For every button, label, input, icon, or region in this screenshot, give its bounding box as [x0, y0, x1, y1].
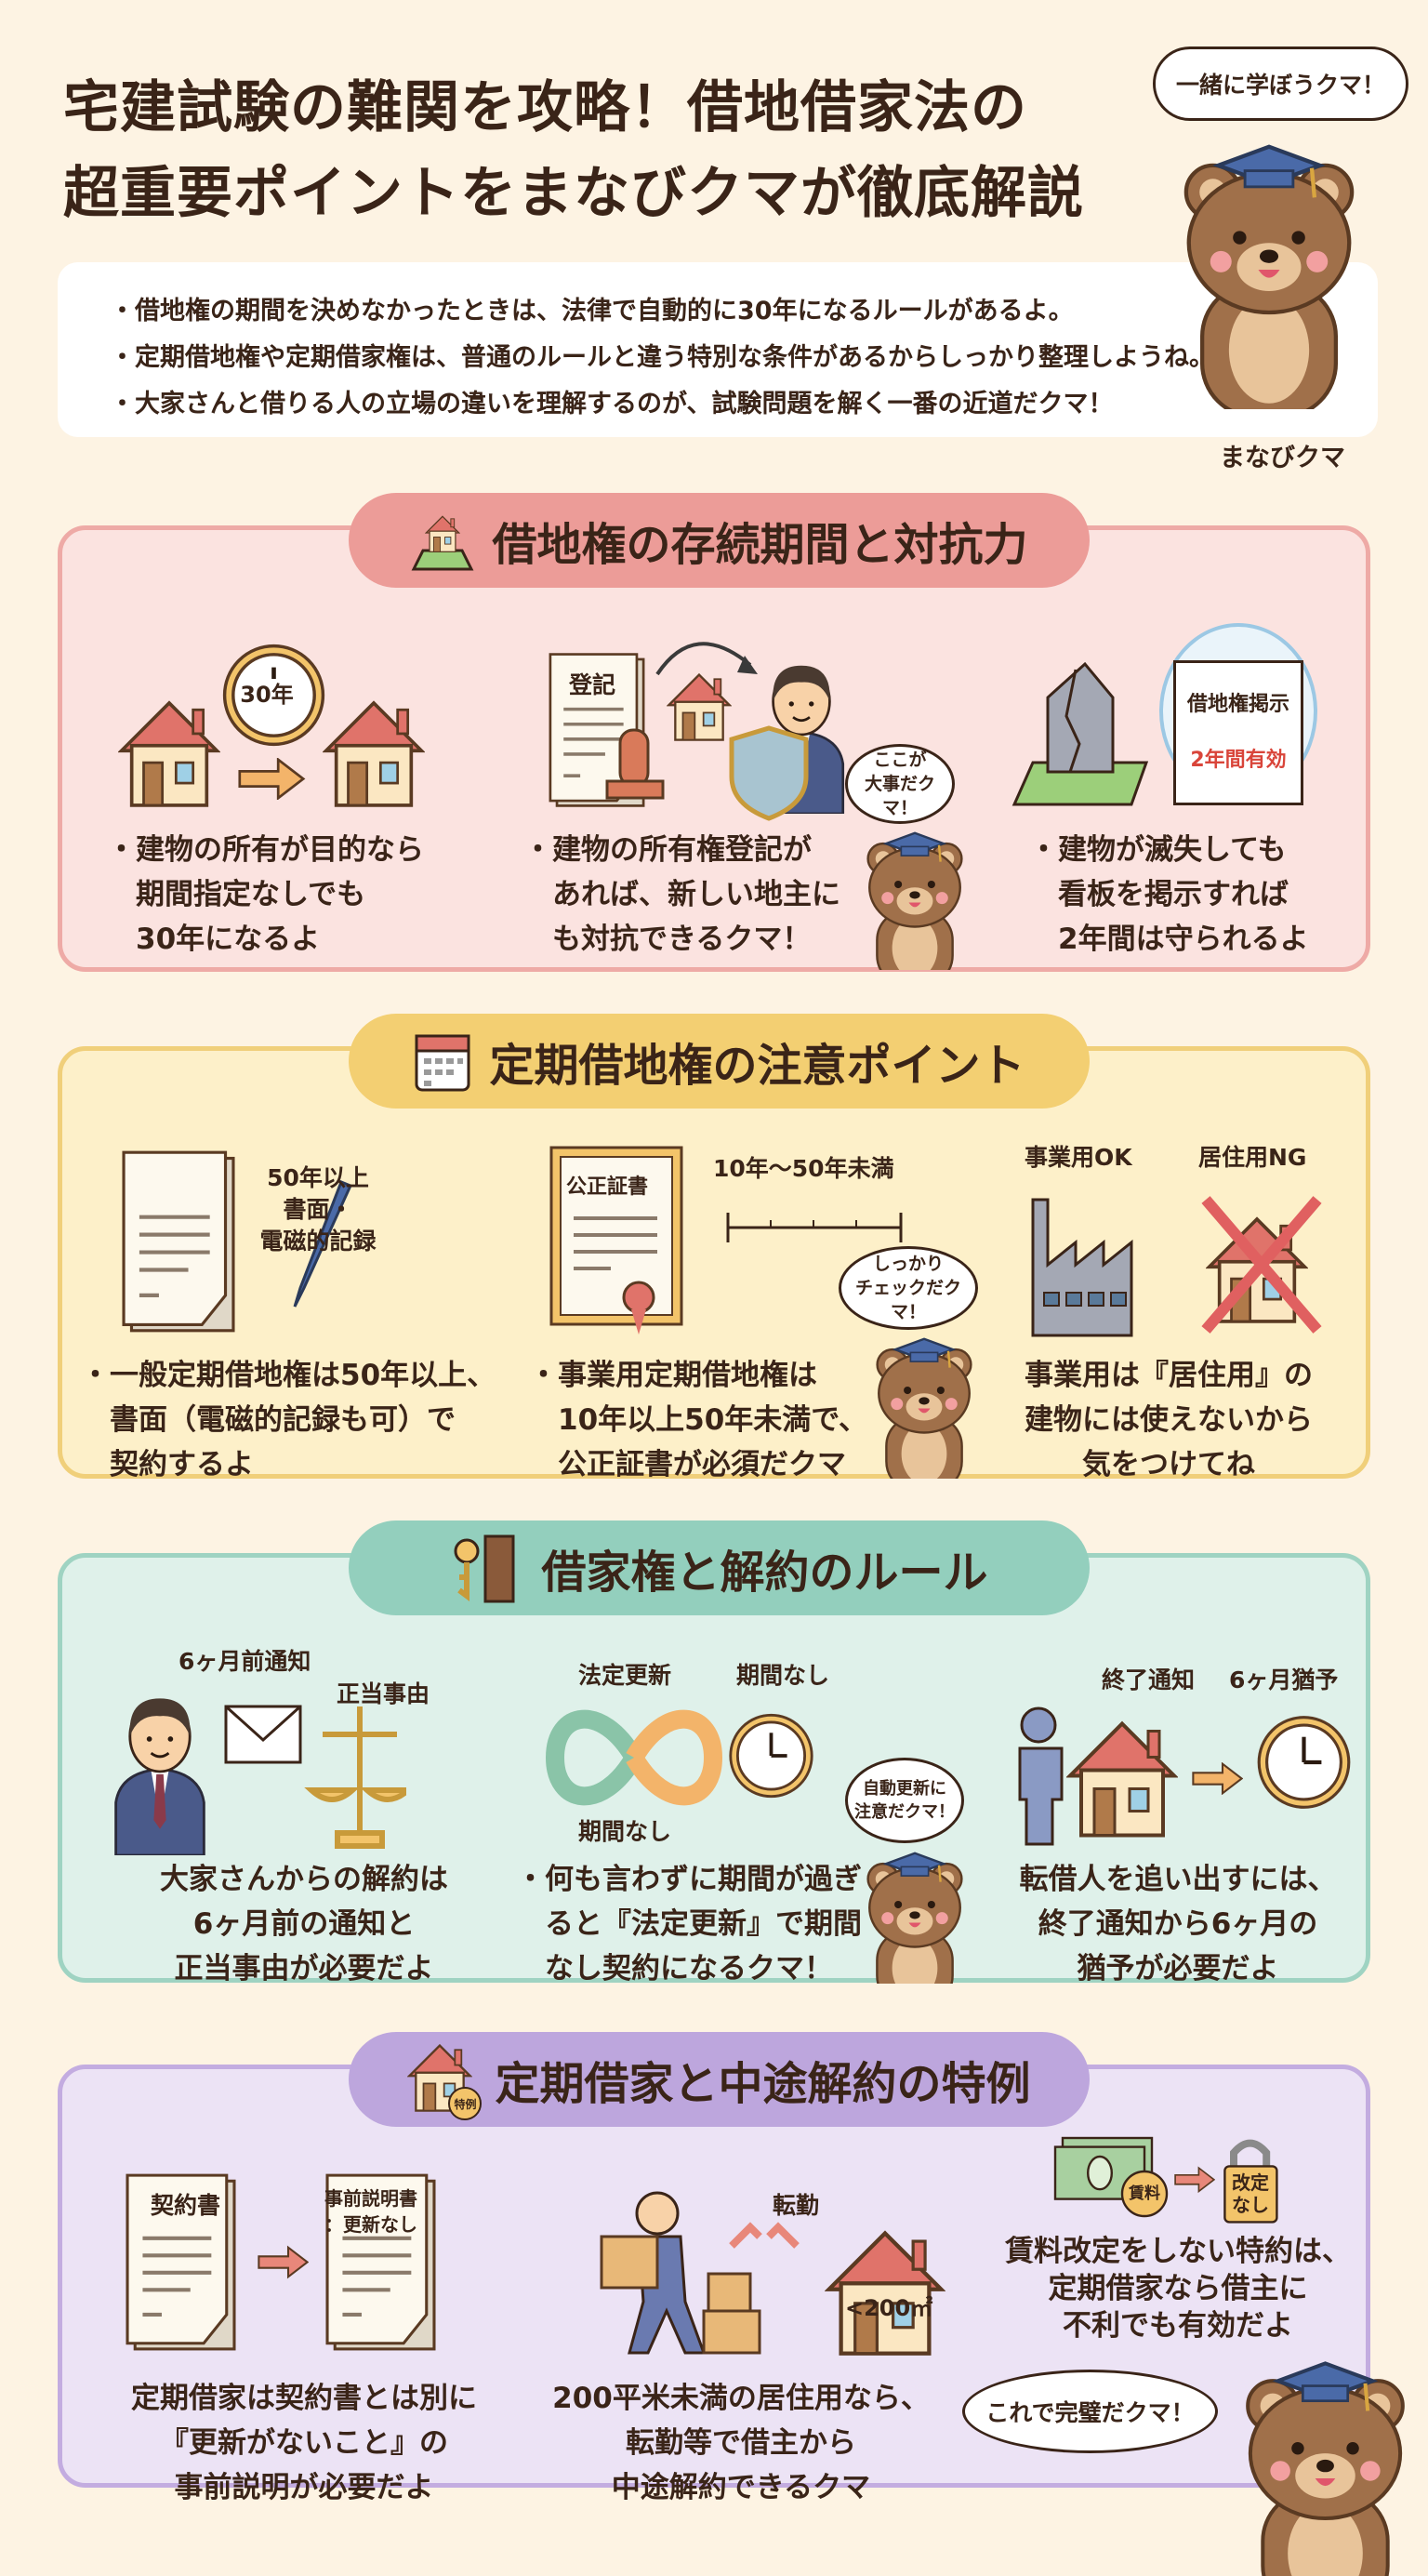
- notice-label: 6ヶ月前通知: [178, 1648, 311, 1675]
- house-badge-icon: 特例: [407, 2042, 483, 2120]
- no-revision-label: 改定 なし: [1232, 2171, 1269, 2216]
- point-text: ・建物が滅失しても 看板を掲示すれば 2年間は守られるよ: [1029, 833, 1309, 956]
- register-label: 登記: [569, 671, 616, 698]
- subtenant-illustration: [1018, 1706, 1359, 1846]
- intro-point: ・大家さんと借りる人の立場の違いを理解するのが、試験問題を解く一番の近道だクマ！: [110, 390, 1114, 418]
- section-header: 借家権と解約のルール: [349, 1520, 1090, 1615]
- section-header: 特例 定期借家と中途解約の特例: [349, 2032, 1090, 2127]
- bear-speech-bubble: ここが 大事だクマ！: [845, 744, 955, 824]
- no-term-label: 期間なし: [736, 1662, 830, 1689]
- section-header: 定期借地権の注意ポイント: [349, 1014, 1090, 1109]
- business-ok-label: 事業用OK: [1025, 1144, 1132, 1171]
- landlord-notice-illustration: [114, 1696, 406, 1855]
- explanation-label: 事前説明書 ：更新なし: [324, 2187, 417, 2236]
- point-text: ・一般定期借地権は50年以上、 書面（電磁的記録も可）で 契約するよ: [81, 1359, 496, 1481]
- area-label: <200㎡: [845, 2295, 933, 2321]
- bear-icon: [1225, 2353, 1425, 2576]
- key-door-icon: [454, 1534, 515, 1603]
- rent-label: 賃料: [1129, 2184, 1160, 2203]
- section-fixed-term-land-lease: 定期借地権の注意ポイント 50年以上 書面・ 電磁的記録 公正証書 10年〜50…: [58, 1014, 1370, 1481]
- section-header: 借地権の存続期間と対抗力: [349, 493, 1090, 588]
- grace-period-label: 6ヶ月猶予: [1229, 1666, 1339, 1693]
- destroyed-building-icon: [1012, 661, 1149, 806]
- notarized-deed-icon: [549, 1146, 683, 1334]
- intro-point: ・借地権の期間を決めなかったときは、法律で自動的に30年になるルールがあるよ。: [110, 297, 1074, 325]
- residential-not-allowed-icon: [1201, 1196, 1322, 1334]
- transfer-label: 転勤: [773, 2192, 820, 2219]
- rent-no-revision-illustration: [1053, 2136, 1278, 2224]
- residential-ng-label: 居住用NG: [1198, 1144, 1307, 1171]
- point-text: ・建物の所有が目的なら 期間指定なしでも 30年になるよ: [107, 833, 424, 956]
- bear-icon: [866, 1852, 963, 1984]
- point-text: 大家さんからの解約は 6ヶ月前の通知と 正当事由が必要だよ: [160, 1863, 448, 1985]
- scroll-pen-illustration: [118, 1139, 353, 1344]
- termination-notice-label: 終了通知: [1102, 1666, 1196, 1693]
- statutory-renewal-label: 法定更新: [578, 1662, 672, 1689]
- intro-point: ・定期借地権や定期借家権は、普通のルールと違う特別な条件があるからしっかり整理し…: [110, 343, 1214, 372]
- point-text: 定期借家は契約書とは別に 『更新がないこと』の 事前説明が必要だよ: [131, 2382, 477, 2504]
- factory-icon: [1031, 1198, 1133, 1337]
- bear-icon: [866, 831, 963, 970]
- requirement-label: 50年以上 書面・ 電磁的記録: [259, 1164, 377, 1255]
- clock-label: 30年: [239, 679, 295, 710]
- bear-icon: [876, 1337, 972, 1479]
- section-house-lease-termination: 借家権と解約のルール 6ヶ月前通知 正当事由 法定更新 期間なし 期間なし 終了…: [58, 1520, 1370, 1985]
- registration-illustration: [549, 642, 845, 821]
- final-speech-bubble: これで完璧だクマ！: [962, 2370, 1218, 2453]
- page-title: 宅建試験の難関を攻略！借地借家法の 超重要ポイントをまなびクマが徹底解説: [63, 75, 1084, 226]
- point-text: ・何も言わずに期間が過ぎ ると『法定更新』で期間 なし契約になるクマ！: [516, 1863, 862, 1985]
- range-label: 10年〜50年未満: [713, 1155, 894, 1182]
- contract-label: 契約書: [151, 2192, 221, 2219]
- intro-box: ・借地権の期間を決めなかったときは、法律で自動的に30年になるルールがあるよ。 …: [58, 262, 1378, 437]
- point-text: 転借人を追い出すには、 終了通知から6ヶ月の 猶予が必要だよ: [1019, 1863, 1337, 1985]
- mascot-bear-icon: [1162, 130, 1376, 409]
- relocation-illustration: [600, 2191, 955, 2357]
- mascot-speech-bubble: 一緒に学ぼうクマ！: [1153, 46, 1408, 121]
- house-on-land-icon: [412, 515, 474, 571]
- point-text: ・建物の所有権登記が あれば、新しい地主に も対抗できるクマ！: [523, 833, 840, 956]
- point-text: 200平米未満の居住用なら、 転勤等で借主から 中途解約できるクマ: [552, 2382, 930, 2504]
- just-cause-label: 正当事由: [337, 1680, 430, 1707]
- no-term-label-2: 期間なし: [578, 1818, 672, 1845]
- point-text: ・事業用定期借地権は 10年以上50年未満で、 公正証書が必須だクマ: [529, 1359, 868, 1481]
- bear-speech-bubble: 自動更新に 注意だクマ！: [845, 1758, 964, 1843]
- range-timeline: [726, 1213, 903, 1242]
- renewal-loop-illustration: [546, 1709, 814, 1806]
- notice-sign: 借地権掲示 2年間有効: [1173, 660, 1303, 805]
- point-text: 事業用は『居住用』の 建物には使えないから 気をつけてね: [1025, 1359, 1313, 1481]
- section-land-lease-term: 借地権の存続期間と対抗力 30年 登記 借地権掲示 2年間有効 ・建物の所有が目…: [58, 493, 1370, 972]
- house-30-years-illustration: [119, 642, 424, 807]
- calendar-icon: [415, 1034, 470, 1092]
- badge-label: 特例: [448, 2087, 483, 2120]
- mascot-name: まなびクマ: [1220, 444, 1345, 472]
- bear-speech-bubble: しっかり チェックだクマ！: [839, 1246, 978, 1330]
- notary-label: 公正証書: [566, 1175, 649, 1199]
- point-text: 賃料改定をしない特約は、 定期借家なら借主に 不利でも有効だよ: [1005, 2235, 1351, 2343]
